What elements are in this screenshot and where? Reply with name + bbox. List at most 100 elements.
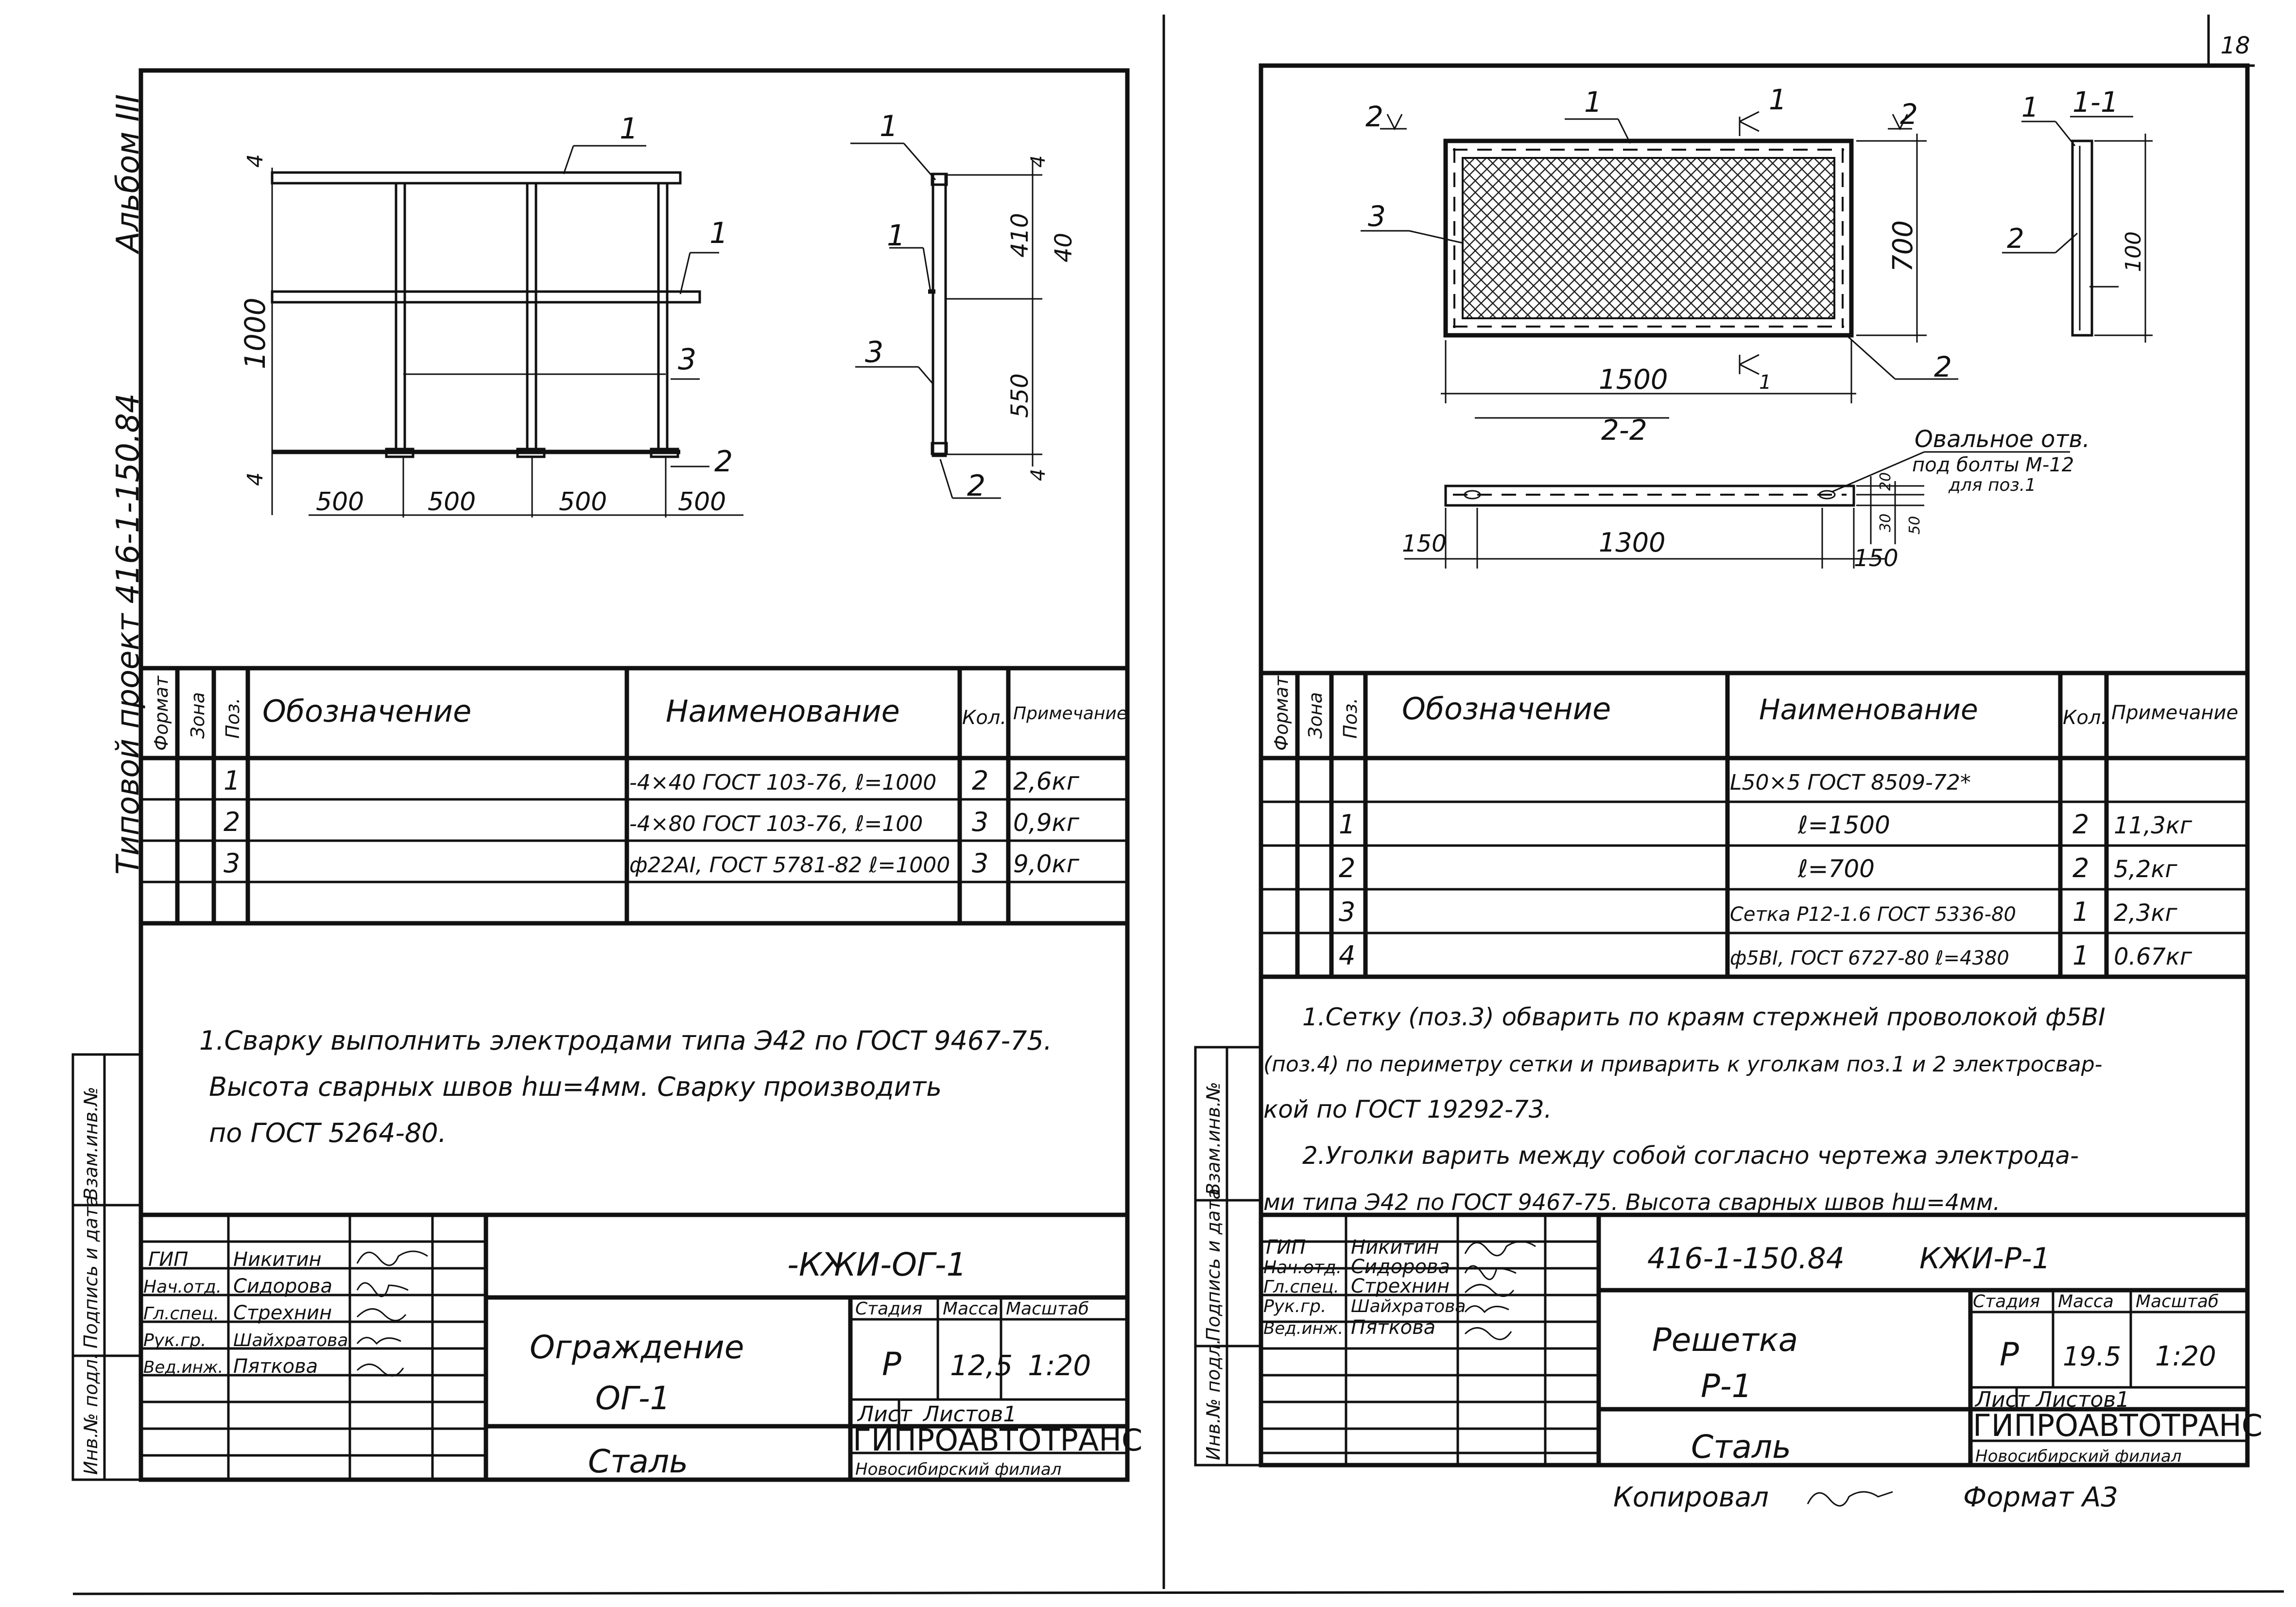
spec-note: 2,6кг: [1013, 767, 1080, 795]
spec-pos: 3: [1339, 897, 1355, 927]
role-label: Вед.инж.: [1263, 1319, 1343, 1338]
section-title: 1-1: [2072, 86, 2119, 119]
spec-pos: 3: [224, 848, 240, 879]
hole-note: для поз.1: [1948, 475, 2036, 495]
spec-note: 5,2кг: [2114, 856, 2177, 883]
drawing-code: КЖИ-Р-1: [1919, 1242, 2051, 1276]
side-pos-label: 3: [865, 335, 883, 369]
mass: 19.5: [2063, 1341, 2121, 1372]
spec-header: Поз.: [1340, 698, 1361, 739]
stage-label: Стадия: [855, 1299, 922, 1319]
spec-name: L50×5 ГОСТ 8509-72*: [1730, 770, 1971, 795]
note-line: 2.Уголки варить между собой согласно чер…: [1302, 1141, 2079, 1170]
sheets-label: Листов1: [922, 1402, 1017, 1427]
spec-note: 0.67кг: [2114, 943, 2192, 970]
dim-section-height: 100: [2121, 231, 2146, 272]
spec-header: Примечание: [1013, 704, 1127, 724]
spec-name: -4×40 ГОСТ 103-76, ℓ=1000: [629, 770, 936, 795]
side-stamp-label: Подпись и дата: [1203, 1188, 1224, 1341]
spec-header: Формат: [151, 675, 172, 751]
hole-note: Овальное отв.: [1915, 426, 2090, 453]
branch: Новосибирский филиал: [1975, 1447, 2181, 1466]
mass: 12,5: [950, 1349, 1013, 1382]
spec-pos: 1: [224, 765, 240, 796]
pos-label: 3: [678, 343, 696, 377]
person-name: Шайхратова: [1351, 1296, 1466, 1316]
section-title: 2-2: [1601, 414, 1647, 447]
spec-header: Формат: [1271, 675, 1292, 751]
person-name: Стрехнин: [1351, 1275, 1450, 1297]
organization: ГИПРОАВТОТРАНС: [1973, 1408, 2262, 1443]
drawing-title: Ограждение: [530, 1329, 744, 1366]
hole-offset: 20: [1877, 472, 1894, 491]
side-pos-label: 2: [967, 469, 985, 503]
side-stamp-label: Взам.инв.№: [80, 1087, 102, 1200]
hole-note: под болты М-12: [1912, 454, 2074, 476]
spec-qty: 1: [2072, 897, 2089, 927]
right-title-block: [1261, 1212, 2247, 1465]
note-line: 1.Сетку (поз.3) обварить по краям стержн…: [1302, 1003, 2106, 1031]
spec-pos: 4: [1339, 940, 1355, 971]
sheet-label: Лист: [857, 1402, 913, 1427]
dim-side-top: 410: [1006, 213, 1034, 258]
drawing-code: -КЖИ-ОГ-1: [787, 1246, 967, 1283]
copied-label: Копировал: [1613, 1482, 1769, 1513]
mass-label: Масса: [943, 1299, 999, 1319]
dim-span: 500: [428, 487, 476, 517]
role-label: Нач.отд.: [143, 1277, 222, 1297]
pos-label: 1: [709, 216, 728, 250]
spec-qty: 2: [2072, 853, 2089, 883]
spec-header: Обозначение: [262, 693, 471, 729]
spec-header: Зона: [187, 692, 208, 739]
drawing-title: ОГ-1: [595, 1380, 671, 1417]
pos-label: 1: [1584, 86, 1602, 119]
dim-gap: 4: [1027, 469, 1050, 481]
branch: Новосибирский филиал: [855, 1460, 1061, 1479]
dim-gap: 4: [1027, 156, 1050, 168]
role-label: Нач.отд.: [1263, 1258, 1342, 1278]
spec-header: Наименование: [1759, 693, 1978, 726]
signatures: [1464, 1241, 1536, 1340]
spec-qty: 2: [972, 765, 988, 796]
left-frame: [138, 68, 1130, 1482]
scale: 1:20: [1028, 1349, 1091, 1382]
dim-gap: 4: [243, 154, 268, 168]
role-label: ГИП: [148, 1248, 188, 1271]
pos-label: 3: [1368, 200, 1386, 233]
dim-span: 500: [678, 487, 726, 517]
format-label: Формат А3: [1963, 1482, 2118, 1513]
stage-label: Стадия: [1973, 1292, 2040, 1312]
scale-label: Масштаб: [1006, 1299, 1089, 1319]
sheets-label: Листов1: [2035, 1387, 2129, 1412]
person-name: Никитин: [233, 1248, 322, 1271]
dim-height: 700: [1887, 220, 1919, 272]
right-frame: [1259, 63, 2250, 1468]
spec-pos: 1: [1339, 809, 1355, 840]
pos-label: 1: [2021, 92, 2039, 123]
role-label: Гл.спец.: [143, 1304, 219, 1324]
role-label: ГИП: [1266, 1236, 1306, 1259]
hole-offset: 30: [1877, 514, 1894, 532]
role-label: Гл.спец.: [1263, 1277, 1339, 1297]
section-label: 1: [1759, 371, 1771, 394]
dim-side-bar: 40: [1050, 233, 1077, 262]
project-vertical: Типовой проект 416-1-150.84: [110, 393, 146, 875]
mass-label: Масса: [2058, 1292, 2114, 1312]
person-name: Сидорова: [1351, 1256, 1450, 1278]
hole-offset: 50: [1906, 516, 1923, 535]
pos-label: 2: [1934, 350, 1952, 383]
sheet-label: Лист: [1974, 1387, 2030, 1412]
spec-name: -4×80 ГОСТ 103-76, ℓ=100: [629, 812, 923, 836]
signatures: [356, 1250, 428, 1377]
side-pos-label: 1: [887, 219, 905, 253]
page-number: 18: [2220, 32, 2250, 59]
side-stamp-label: Инв.№ подл.: [80, 1353, 102, 1475]
stage: Р: [882, 1346, 901, 1383]
spec-name: ф22АI, ГОСТ 5781-82 ℓ=1000: [629, 853, 950, 878]
spec-name: ℓ=700: [1797, 855, 1875, 883]
section-2-2: [1404, 451, 2070, 569]
album-vertical: Альбом III: [110, 94, 146, 255]
role-label: Рук.гр.: [1263, 1296, 1326, 1316]
person-name: Никитин: [1351, 1236, 1439, 1259]
